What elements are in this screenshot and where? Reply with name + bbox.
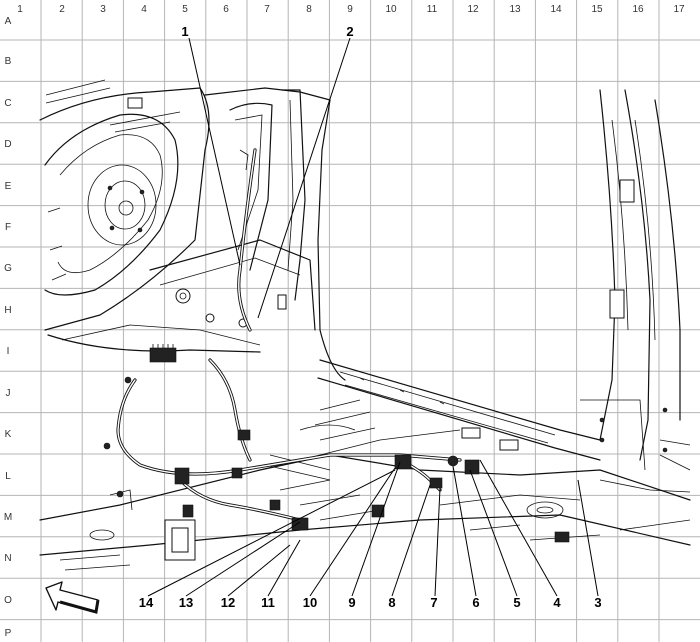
callout-label-bottom: 13 <box>179 595 193 610</box>
callout-label-bottom: 5 <box>513 595 520 610</box>
callout-label-bottom: 6 <box>472 595 479 610</box>
row-label: B <box>5 56 12 67</box>
column-labels: 1 2 3 4 5 6 7 8 9 10 11 12 13 14 15 16 1… <box>17 4 685 15</box>
callout-label-top: 2 <box>346 24 353 39</box>
row-label: A <box>5 16 12 27</box>
callout-label-bottom: 12 <box>221 595 235 610</box>
column-label: 11 <box>427 4 438 15</box>
row-label: L <box>5 471 11 482</box>
callout-label-bottom: 14 <box>139 595 154 610</box>
column-label: 14 <box>550 4 562 15</box>
row-label: M <box>4 512 12 523</box>
callout-leaders <box>147 37 599 597</box>
column-label: 7 <box>264 4 270 15</box>
row-label: D <box>4 139 11 150</box>
column-label: 6 <box>223 4 229 15</box>
row-labels: A B C D E F G H I J K L M N O P <box>4 16 12 639</box>
column-label: 15 <box>591 4 603 15</box>
column-label: 16 <box>632 4 644 15</box>
row-label: P <box>5 628 12 639</box>
vehicle-body-line-art <box>39 79 691 571</box>
row-label: G <box>4 263 12 274</box>
row-label: E <box>5 181 12 192</box>
column-label: 2 <box>59 4 65 15</box>
callout-label-bottom: 7 <box>430 595 437 610</box>
row-label: C <box>4 98 11 109</box>
row-label: H <box>4 305 11 316</box>
row-label: N <box>4 553 11 564</box>
row-label: I <box>7 346 10 357</box>
row-label: O <box>4 595 12 606</box>
row-label: K <box>5 429 12 440</box>
callout-label-bottom: 4 <box>553 595 561 610</box>
row-label: F <box>5 222 11 233</box>
column-label: 4 <box>141 4 147 15</box>
front-direction-arrow-icon <box>45 581 100 614</box>
column-label: 3 <box>100 4 106 15</box>
callout-labels: 1 2 14 13 12 11 10 9 8 7 6 5 4 3 <box>139 24 602 610</box>
column-label: 9 <box>347 4 353 15</box>
column-label: 1 <box>17 4 23 15</box>
column-label: 10 <box>385 4 397 15</box>
column-label: 12 <box>467 4 479 15</box>
column-label: 17 <box>673 4 685 15</box>
callout-label-bottom: 9 <box>348 595 355 610</box>
callout-label-bottom: 8 <box>388 595 395 610</box>
callout-label-top: 1 <box>181 24 188 39</box>
callout-label-bottom: 10 <box>303 595 317 610</box>
callout-label-bottom: 11 <box>261 595 275 610</box>
callout-label-bottom: 3 <box>594 595 601 610</box>
column-label: 8 <box>306 4 312 15</box>
row-label: J <box>6 388 11 399</box>
column-label: 5 <box>182 4 188 15</box>
column-label: 13 <box>509 4 521 15</box>
